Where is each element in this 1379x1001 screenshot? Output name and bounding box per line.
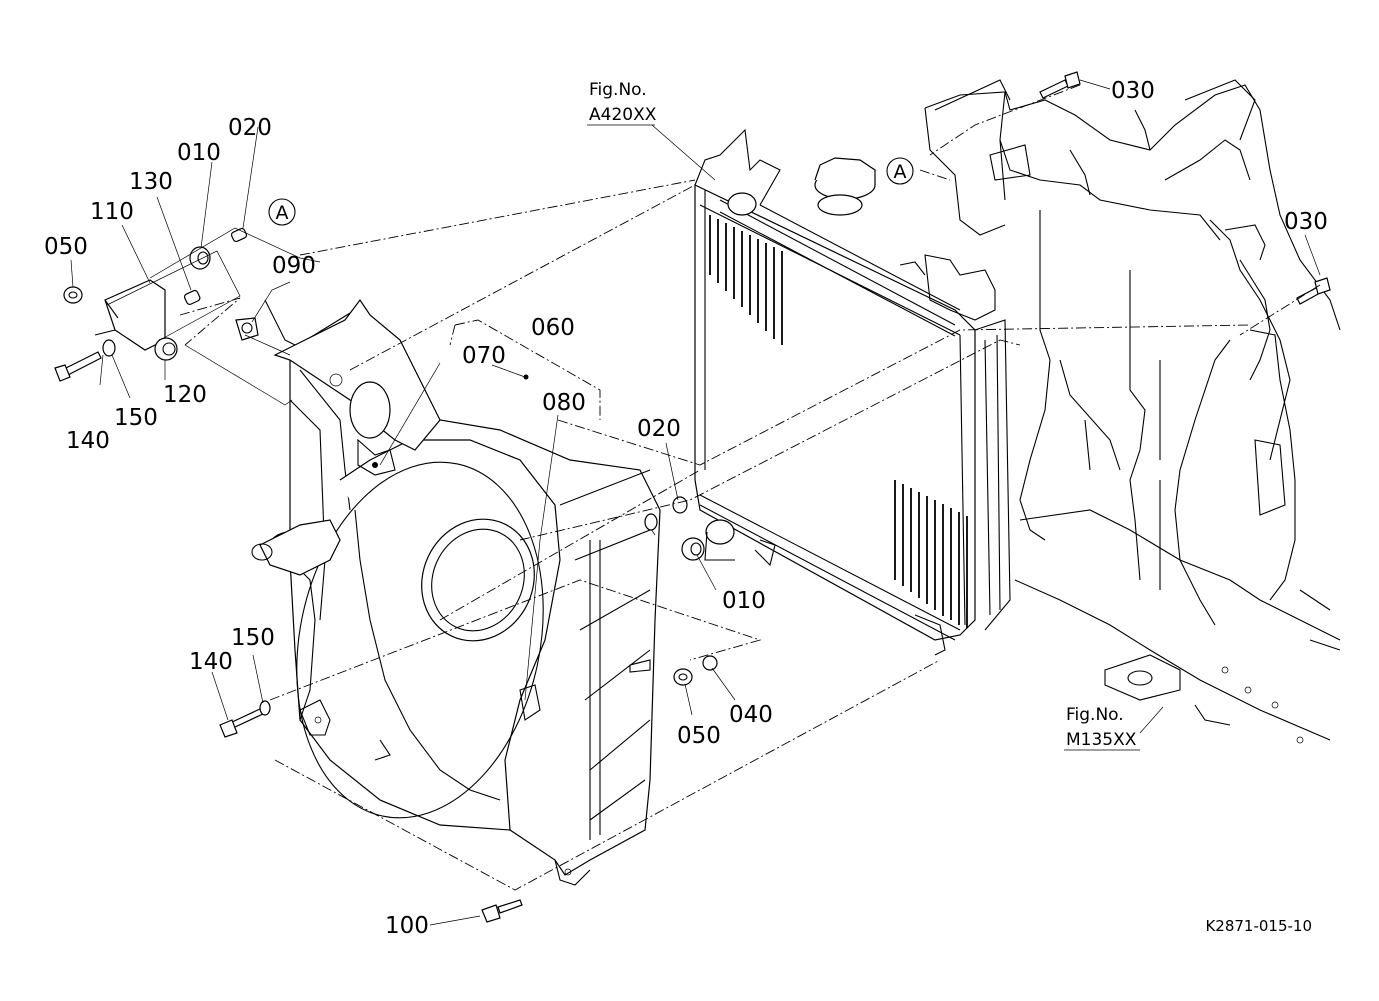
drawing-code: K2871-015-10 — [1205, 917, 1312, 935]
callout-020-left: 020 — [228, 115, 272, 141]
reference-mark-a-right-text: A — [894, 161, 907, 183]
callout-010-right: 010 — [722, 588, 766, 614]
callout-labels: 020 010 130 110 050 090 060 070 080 120 … — [44, 78, 1328, 939]
callout-140-bottom: 140 — [189, 649, 233, 675]
callout-110: 110 — [90, 199, 134, 225]
callout-120: 120 — [163, 382, 207, 408]
fan-shroud — [251, 298, 661, 886]
callout-150-bottom: 150 — [231, 625, 275, 651]
reference-mark-a-left-text: A — [276, 202, 289, 224]
callout-140-top: 140 — [66, 428, 110, 454]
fig-ref-bottom-line2: M135XX — [1066, 730, 1137, 750]
reference-mark-a-left: A — [268, 198, 296, 226]
fig-ref-top-line1: Fig.No. — [589, 80, 647, 100]
callout-100: 100 — [385, 913, 429, 939]
fig-ref-bottom-line1: Fig.No. — [1066, 705, 1124, 725]
callout-030-top: 030 — [1111, 78, 1155, 104]
radiator-grille-lower — [894, 480, 968, 628]
frame-structure — [924, 79, 1341, 744]
callout-070: 070 — [462, 343, 506, 369]
callout-040: 040 — [729, 702, 773, 728]
callout-010-left: 010 — [177, 140, 221, 166]
figure-reference-bottom: Fig.No. M135XX — [1064, 705, 1140, 751]
callout-020-right: 020 — [637, 416, 681, 442]
fig-ref-top-line2: A420XX — [589, 105, 657, 125]
callout-050-left: 050 — [44, 234, 88, 260]
callout-080: 080 — [542, 390, 586, 416]
callout-030-right: 030 — [1284, 209, 1328, 235]
callout-050-right: 050 — [677, 723, 721, 749]
figure-reference-top: Fig.No. A420XX — [587, 80, 657, 126]
small-parts — [54, 71, 1331, 923]
leader-lines — [70, 79, 1321, 926]
callout-090: 090 — [272, 253, 316, 279]
callout-150-top: 150 — [114, 405, 158, 431]
callout-130: 130 — [129, 169, 173, 195]
radiator — [694, 128, 1011, 656]
reference-mark-a-right: A — [886, 157, 914, 185]
radiator-grille-upper — [709, 215, 783, 345]
callout-060: 060 — [531, 315, 575, 341]
